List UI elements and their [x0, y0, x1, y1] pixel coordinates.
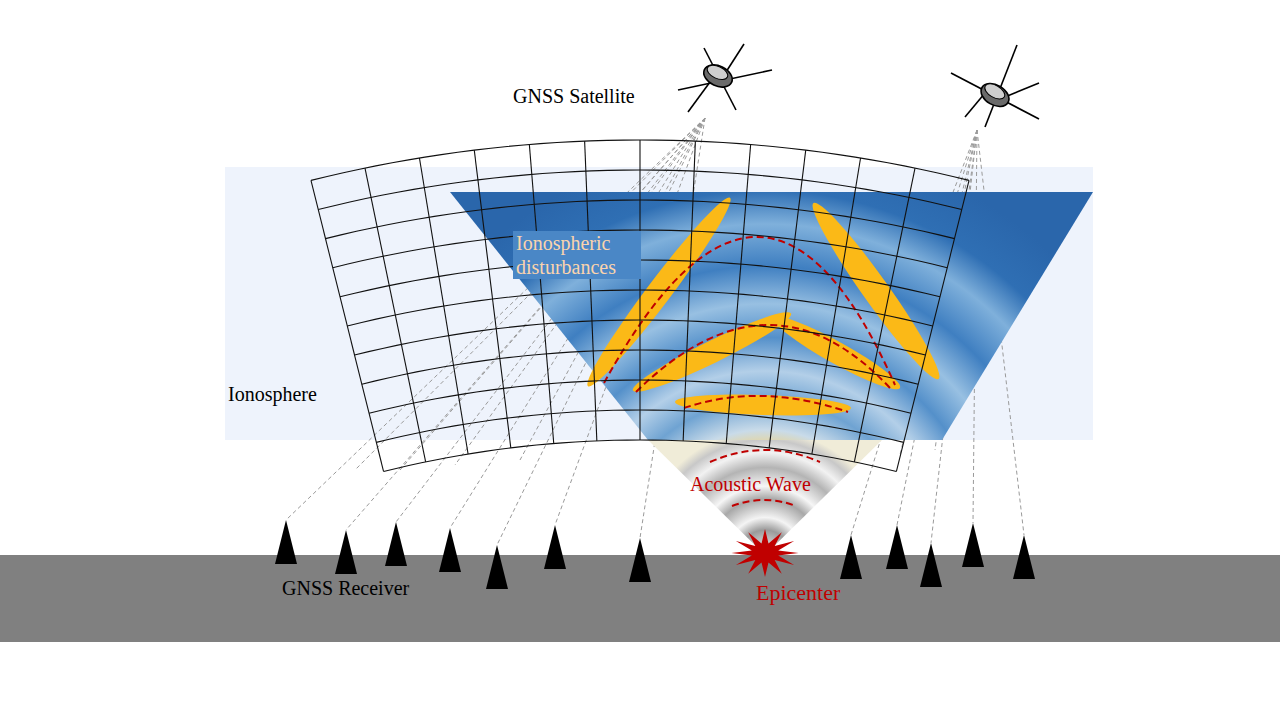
grid-line: [854, 168, 915, 462]
grid-line: [683, 141, 695, 441]
ionosphere-label: Ionosphere: [228, 382, 317, 406]
disturbance-cone: [450, 192, 1093, 440]
grid-line: [896, 180, 969, 471]
grid-line: [639, 140, 640, 440]
receiver-icon: [335, 530, 357, 574]
grid-line: [474, 150, 511, 448]
grid-line: [311, 180, 384, 471]
satellite-icon: [951, 45, 1039, 127]
receiver-icon: [275, 520, 297, 564]
epicenter-label: Epicenter: [756, 580, 840, 606]
receiver-icon: [629, 538, 651, 582]
grid-line: [419, 158, 468, 454]
wavefronts: [604, 237, 895, 506]
receiver-icon: [439, 528, 461, 572]
grid-line: [769, 150, 806, 448]
wavefront: [732, 500, 796, 506]
wavefront: [710, 450, 820, 462]
receiver-icon: [1013, 535, 1035, 579]
ionosphere-band: [225, 167, 1093, 440]
grid-line: [365, 168, 426, 462]
satellite-label: GNSS Satellite: [513, 84, 635, 108]
epicenter-star: [731, 529, 798, 577]
receiver-label: GNSS Receiver: [282, 576, 409, 600]
receiver-icon: [486, 545, 508, 589]
grid-line: [726, 145, 750, 444]
wavefront: [636, 325, 890, 392]
receiver-icon: [544, 525, 566, 569]
wave-label: Acoustic Wave: [690, 472, 811, 496]
grid-line: [585, 141, 597, 441]
wavefront: [604, 237, 895, 385]
receiver-icon: [920, 543, 942, 587]
disturbance-ellipse: [769, 308, 906, 397]
satellite-icon: [678, 44, 772, 112]
grid-line: [529, 145, 553, 444]
disturbance-label: Ionospheric disturbances: [513, 231, 641, 279]
receiver-icon: [962, 523, 984, 567]
grid-line: [812, 158, 861, 454]
receiver-icon: [840, 535, 862, 579]
grid-line: [384, 440, 897, 471]
receiver-icon: [385, 522, 407, 566]
wavefront: [684, 396, 848, 412]
receiver-icon: [886, 525, 908, 569]
ionosphere-grid: [311, 140, 969, 471]
